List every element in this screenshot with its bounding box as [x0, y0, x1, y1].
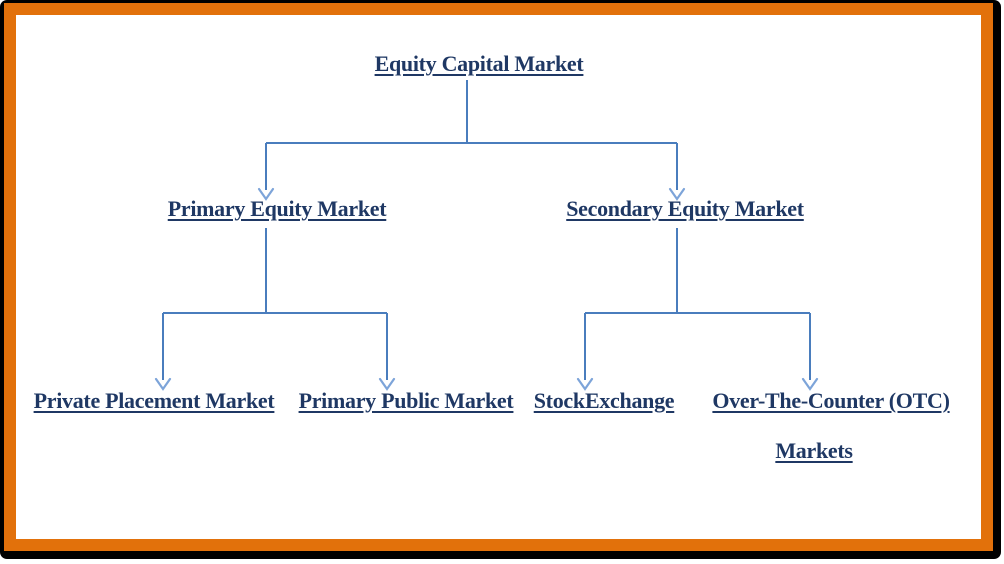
- node-primary-public-market: Primary Public Market: [298, 388, 514, 413]
- node-stock-exchange: Stock Exchange: [533, 388, 675, 413]
- node-equity-capital-market: Equity Capital Market: [374, 51, 584, 76]
- node-secondary-equity-market: Secondary Equity Market: [566, 196, 804, 221]
- node-primary-equity-market: Primary Equity Market: [167, 196, 387, 221]
- node-otc-markets-line1: Over-The-Counter (OTC): [712, 388, 950, 413]
- diagram-frame: [4, 3, 993, 551]
- node-private-placement-market: Private Placement Market: [33, 388, 275, 413]
- node-otc-markets-line2: Markets: [775, 438, 853, 463]
